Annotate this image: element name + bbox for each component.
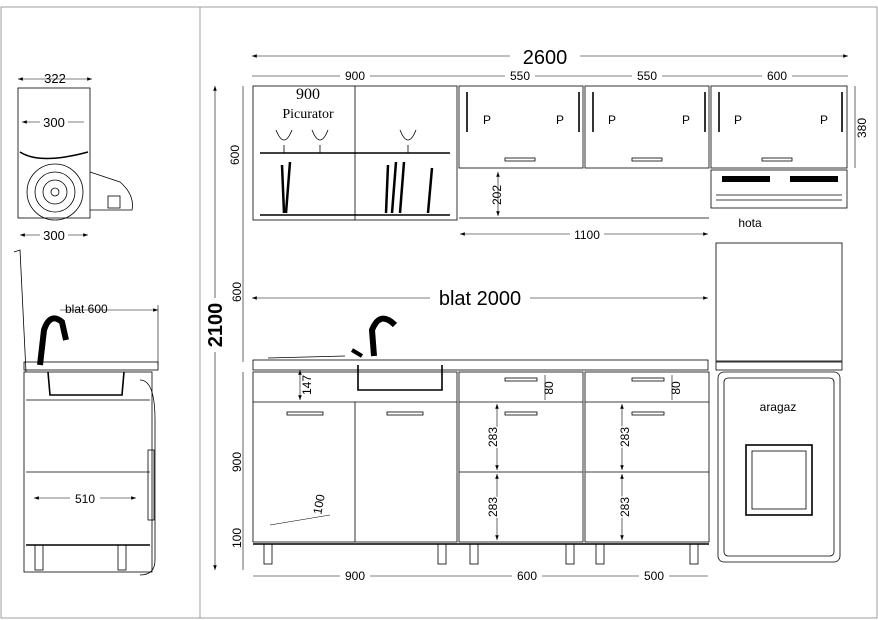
dim-80-b: 80: [669, 381, 683, 395]
dim-300-top: 300: [43, 115, 65, 130]
door-mark-p: P: [734, 113, 742, 127]
upper-cabinet-550-a: [458, 85, 584, 169]
dim-300-bottom: 300: [43, 228, 65, 243]
dim-283-d: 283: [618, 497, 632, 517]
range-hood: [710, 169, 848, 209]
cabinet-legs: [253, 543, 709, 565]
dim-plinth-100: 100: [230, 528, 244, 548]
dim-283-a: 283: [486, 427, 500, 447]
dim-lower-500: 500: [644, 569, 664, 583]
dim-2100: 2100: [205, 303, 227, 348]
label-blat-600: blat 600: [65, 302, 108, 316]
dim-lower-600: 600: [517, 569, 537, 583]
upper-cabinet-side: [17, 87, 91, 219]
dish-rack-circle: [26, 163, 84, 221]
dim-lower-900: 900: [345, 569, 365, 583]
faucet-icon: [368, 315, 398, 357]
side-backsplash: [13, 249, 27, 373]
sink: [357, 365, 443, 391]
door-mark-p: P: [483, 113, 491, 127]
dim-upper-900: 900: [345, 69, 365, 83]
dim-147: 147: [300, 375, 314, 395]
dim-leg-100: 100: [310, 493, 327, 515]
door-mark-p: P: [682, 113, 690, 127]
dim-gap-600: 600: [230, 282, 244, 302]
countertop-side: [23, 361, 159, 371]
picurator-label: Picurator: [282, 107, 334, 122]
dim-380: 380: [855, 118, 869, 138]
dim-510: 510: [75, 492, 95, 506]
dim-202: 202: [490, 185, 504, 205]
dim-2600: 2600: [523, 47, 568, 69]
oven-window: [745, 444, 813, 516]
picurator-width: 900: [296, 86, 320, 103]
label-aragaz: aragaz: [760, 400, 797, 414]
front-view: 2600 900 550 550 600 900 Picurator: [203, 42, 869, 583]
sheet-border: [0, 6, 878, 619]
stove-body: [717, 371, 841, 563]
upper-cabinet-600: [710, 85, 848, 169]
lower-cabinet-600: [458, 371, 584, 543]
dim-lower-900-height: 900: [230, 452, 244, 472]
dim-283-b: 283: [618, 427, 632, 447]
lower-cabinet-500: [584, 371, 710, 543]
dim-upper-600: 600: [767, 69, 787, 83]
label-hota: hota: [738, 216, 762, 230]
faucet-side-icon: [37, 315, 69, 366]
lower-cabinet-side: [23, 371, 153, 573]
dim-1100: 1100: [574, 228, 600, 242]
door-mark-p: P: [556, 113, 564, 127]
door-mark-p: P: [608, 113, 616, 127]
countertop: [252, 359, 709, 371]
side-view: 322 300 300 blat 600 510: [13, 71, 159, 576]
glasses-icon: [275, 129, 417, 153]
stove-upper-panel: [715, 242, 843, 362]
dim-283-c: 283: [486, 497, 500, 517]
dim-upper-550-a: 550: [510, 69, 530, 83]
sink-side: [47, 371, 125, 396]
plates-icon: [280, 161, 434, 214]
dim-upper-550-b: 550: [637, 69, 657, 83]
upper-cabinet-550-b: [584, 85, 710, 169]
dim-upper-600-height: 600: [228, 145, 242, 165]
dim-322: 322: [44, 71, 66, 86]
door-mark-p: P: [820, 113, 828, 127]
dim-80-a: 80: [542, 381, 556, 395]
label-blat-2000: blat 2000: [439, 288, 521, 310]
